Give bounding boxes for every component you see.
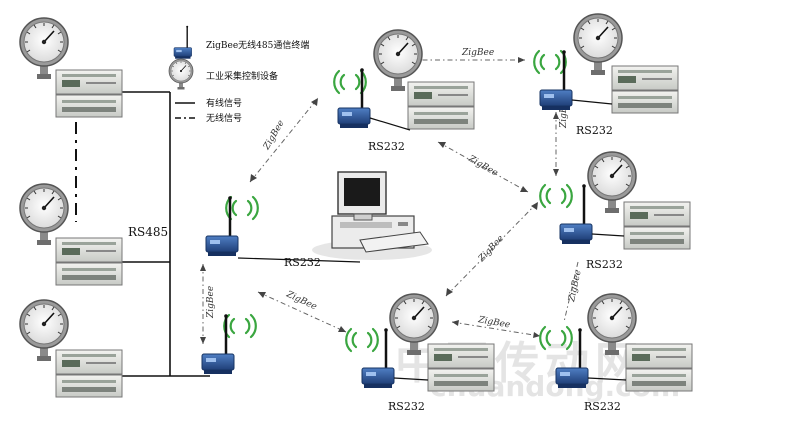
- pc-icon: [312, 171, 432, 260]
- legend-industrial-device: 工业采集控制设备: [206, 70, 278, 82]
- wireless-signal-icon: [345, 327, 379, 353]
- rs232-label: RS232: [284, 256, 321, 269]
- wireless-signal-icon: [533, 49, 567, 75]
- zigbee-links: [202, 59, 579, 344]
- legend-wireless-module: ZigBee无线485通信终端: [206, 39, 309, 51]
- left-device-2: [19, 183, 123, 286]
- left-device-3: [19, 299, 123, 398]
- node-right-middle: RS232: [539, 151, 691, 271]
- rs232-label: RS232: [586, 258, 623, 271]
- zigbee-label: ZigBee: [567, 269, 584, 304]
- node-bottom-center: RS232: [345, 293, 495, 413]
- legend-module-icon: [173, 25, 193, 60]
- industrial-device-icon: [611, 65, 679, 114]
- node-bottom-left: [200, 312, 257, 376]
- node-top-center: RS232: [333, 29, 475, 153]
- industrial-device-icon: [407, 81, 475, 130]
- rs232-label: RS232: [368, 140, 405, 153]
- node-top-right: RS232: [533, 13, 679, 137]
- industrial-device-icon: [625, 343, 693, 392]
- industrial-device-icon: [623, 201, 691, 250]
- zigbee-label: ZigBee: [461, 48, 494, 58]
- rs232-label: RS232: [584, 400, 621, 413]
- industrial-device-icon: [55, 237, 123, 286]
- node-bottom-right: RS232: [539, 293, 693, 413]
- legend-wired-signal: 有线信号: [206, 97, 242, 109]
- rs232-label: RS232: [388, 400, 425, 413]
- zigbee-module-icon: [200, 312, 236, 376]
- node-left-center: RS232: [204, 194, 361, 269]
- rs485-bus: [122, 91, 210, 377]
- left-device-1: [19, 17, 123, 118]
- industrial-device-icon: [427, 343, 495, 392]
- zigbee-label: ZigBee: [284, 289, 318, 312]
- legend-device-icon: [168, 58, 194, 90]
- zigbee-label: ZigBee: [206, 286, 216, 319]
- industrial-device-icon: [55, 349, 123, 398]
- zigbee-label: ZigBee: [559, 96, 569, 129]
- wireless-signal-icon: [539, 183, 573, 209]
- industrial-device-icon: [55, 69, 123, 118]
- rs485-label: RS485: [128, 225, 168, 239]
- pressure-gauge-icon: [19, 183, 69, 246]
- zigbee-module-icon: [538, 48, 574, 112]
- zigbee-label: ZigBee: [476, 234, 506, 265]
- zigbee-label: ZigBee: [466, 153, 500, 178]
- legend-wireless-signal: 无线信号: [206, 112, 242, 124]
- legend: ZigBee无线485通信终端 工业采集控制设备 有线信号 无线信号: [168, 25, 309, 124]
- rs232-label: RS232: [576, 124, 613, 137]
- zigbee-label: ZigBee: [261, 119, 286, 153]
- wireless-signal-icon: [223, 313, 257, 339]
